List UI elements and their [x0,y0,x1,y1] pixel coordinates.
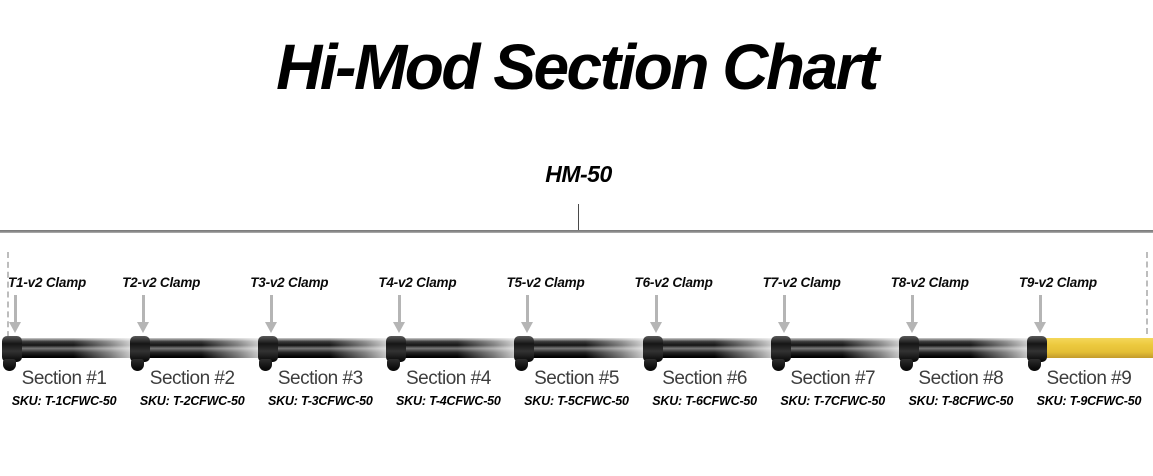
clamp-label: T4-v2 Clamp [378,275,457,290]
section-column: T7-v2 Clamp Section #7 SKU: T-7CFWC-50 [763,275,930,415]
clamp-label: T8-v2 Clamp [890,275,969,290]
arrow-head [393,322,406,333]
section-name: Section #6 [662,368,747,389]
down-arrow-icon [9,295,22,333]
page-title: Hi-Mod Section Chart [276,31,879,103]
right-edge-dashed-line [1146,252,1148,334]
assembly-bracket-line [0,230,1153,233]
arrow-stem [398,295,402,322]
clamp-icon [130,336,151,371]
down-arrow-icon [1033,295,1047,333]
down-arrow-icon [649,295,663,333]
section-sku: SKU: T-5CFWC-50 [524,394,629,408]
section-sku: SKU: T-3CFWC-50 [267,394,373,408]
sections-row: T1-v2 Clamp Section #1 SKU: T-1CFWC-50 T… [0,275,1153,415]
section-name: Section #2 [149,368,235,389]
clamp-icon [1026,336,1047,371]
pole-assembly [1026,336,1153,376]
clamp-label: T7-v2 Clamp [762,275,841,290]
clamp-label: T9-v2 Clamp [1018,275,1097,290]
clamp-icon [514,336,535,371]
arrow-stem [142,295,146,322]
clamp-icon [898,336,919,371]
left-edge-dashed-line [7,252,9,347]
section-column: T3-v2 Clamp Section #3 SKU: T-3CFWC-50 [250,275,418,415]
section-column: T8-v2 Clamp Section #8 SKU: T-8CFWC-50 [891,275,1058,415]
section-column: T2-v2 Clamp Section #2 SKU: T-2CFWC-50 [122,275,290,415]
section-sku: SKU: T-4CFWC-50 [396,394,501,408]
section-column: T1-v2 Clamp Section #1 SKU: T-1CFWC-50 [0,275,161,415]
section-column: T9-v2 Clamp Section #9 SKU: T-9CFWC-50 [1019,275,1153,415]
clamp-label: T3-v2 Clamp [250,275,329,290]
section-name: Section #1 [21,368,107,389]
arrow-stem [1038,295,1042,322]
section-name: Section #3 [277,368,363,389]
section-sku: SKU: T-6CFWC-50 [652,394,757,408]
section-name: Section #5 [534,368,619,389]
clamp-label: T1-v2 Clamp [8,275,87,290]
down-arrow-icon [521,295,534,333]
arrow-stem [654,295,658,322]
section-name: Section #9 [1046,368,1132,389]
arrow-head [1033,322,1046,333]
clamp-icon [642,336,663,371]
arrow-stem [526,295,530,322]
down-arrow-icon [777,295,791,333]
section-name: Section #4 [405,368,491,389]
section-column: T6-v2 Clamp Section #6 SKU: T-6CFWC-50 [635,275,802,415]
section-name: Section #7 [790,368,876,389]
arrow-head [137,322,150,333]
arrow-stem [910,295,914,322]
clamp-icon [2,336,22,371]
model-label: HM-50 [545,161,612,187]
section-sku: SKU: T-1CFWC-50 [11,394,117,408]
arrow-head [521,322,534,333]
section-sku: SKU: T-2CFWC-50 [139,394,245,408]
arrow-head [265,322,278,333]
arrow-stem [270,295,274,322]
section-column: T5-v2 Clamp Section #5 SKU: T-5CFWC-50 [506,275,674,415]
clamp-label: T2-v2 Clamp [122,275,201,290]
arrow-head [905,322,918,333]
clamp-icon [770,336,791,371]
arrow-stem [14,295,17,322]
down-arrow-icon [137,295,150,333]
clamp-icon [258,336,279,371]
arrow-head [777,322,790,333]
down-arrow-icon [905,295,919,333]
model-pointer-line [578,204,579,231]
down-arrow-icon [393,295,406,333]
clamp-label: T5-v2 Clamp [506,275,585,290]
section-column: T4-v2 Clamp Section #4 SKU: T-4CFWC-50 [378,275,546,415]
section-sku: SKU: T-7CFWC-50 [780,394,886,408]
clamp-icon [386,336,407,371]
section-sku: SKU: T-9CFWC-50 [1036,394,1142,408]
pole-segment [1035,338,1153,358]
arrow-stem [782,295,786,322]
arrow-head [649,322,662,333]
section-sku: SKU: T-8CFWC-50 [908,394,1014,408]
section-name: Section #8 [918,368,1004,389]
down-arrow-icon [265,295,278,333]
arrow-head [9,322,21,333]
clamp-label: T6-v2 Clamp [634,275,713,290]
